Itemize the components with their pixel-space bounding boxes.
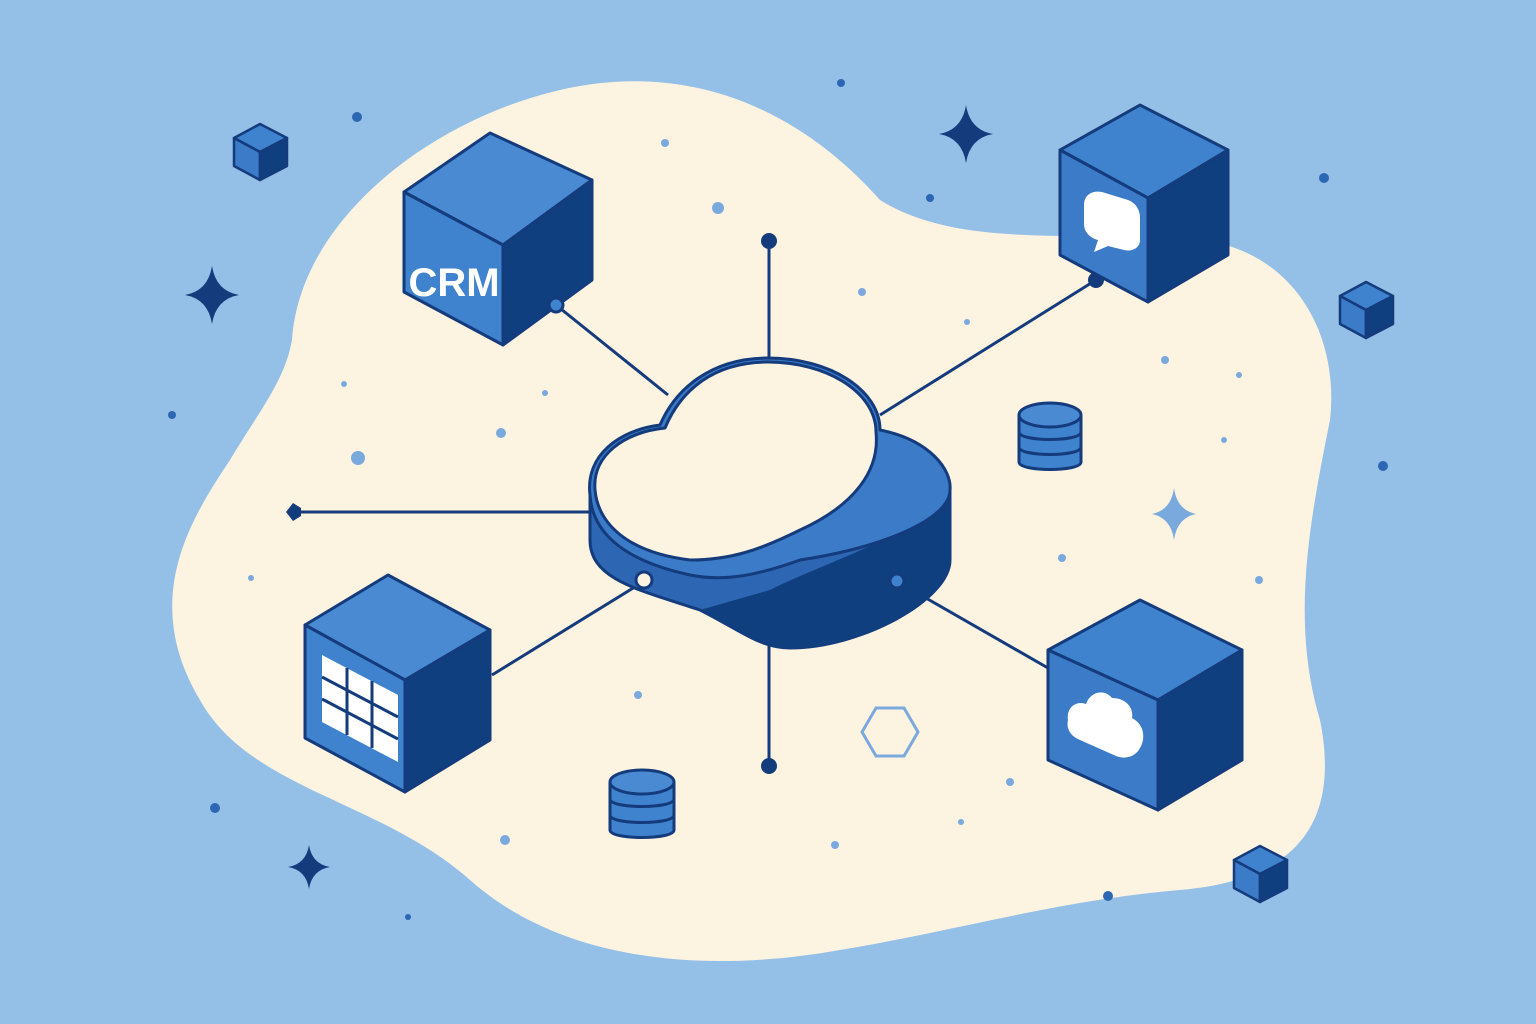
hexagon-icon [860,706,920,758]
sparkle-icon [185,266,239,324]
database-icon [608,768,676,839]
small-cube-icon [1338,280,1395,340]
sparkle-icon [939,105,993,163]
chat-cube-side [1146,148,1230,304]
sparkle-icon [288,845,330,889]
connection-spreadsheet [491,583,639,677]
spreadsheet-cube-side [403,628,492,794]
spreadsheet-cube [303,573,492,794]
endpoint-dot [761,758,777,774]
sparkle-icon [1152,488,1196,540]
small-cube-icon [232,122,289,182]
connection-crm [555,303,669,397]
crm-cube: CRM [402,131,594,347]
connections [293,241,1097,766]
endpoint-dot [761,233,777,249]
cloud-storage-cube [1046,598,1244,812]
crm-label: CRM [408,261,499,305]
endpoints [286,233,1104,774]
cloud-hub-face [593,360,878,562]
chat-cube [1058,103,1230,304]
cloud-icon [1067,692,1144,758]
connection-chat [879,278,1097,417]
decorative-dots [168,79,1388,920]
crm-cube-side [501,178,594,347]
chat-bubble-icon [1084,191,1140,252]
database-icon [1017,401,1083,471]
cloud-storage-cube-side [1156,648,1244,812]
endpoint-diamond [286,503,301,521]
spreadsheet-grid-icon [321,655,399,762]
cloud-hub-dark-face [700,490,950,648]
hub-port-right [888,572,906,590]
crm-port [547,296,565,314]
small-cube-icon [1232,844,1289,904]
hub-port-left [634,570,654,590]
cloud-hub-icon [588,356,952,650]
